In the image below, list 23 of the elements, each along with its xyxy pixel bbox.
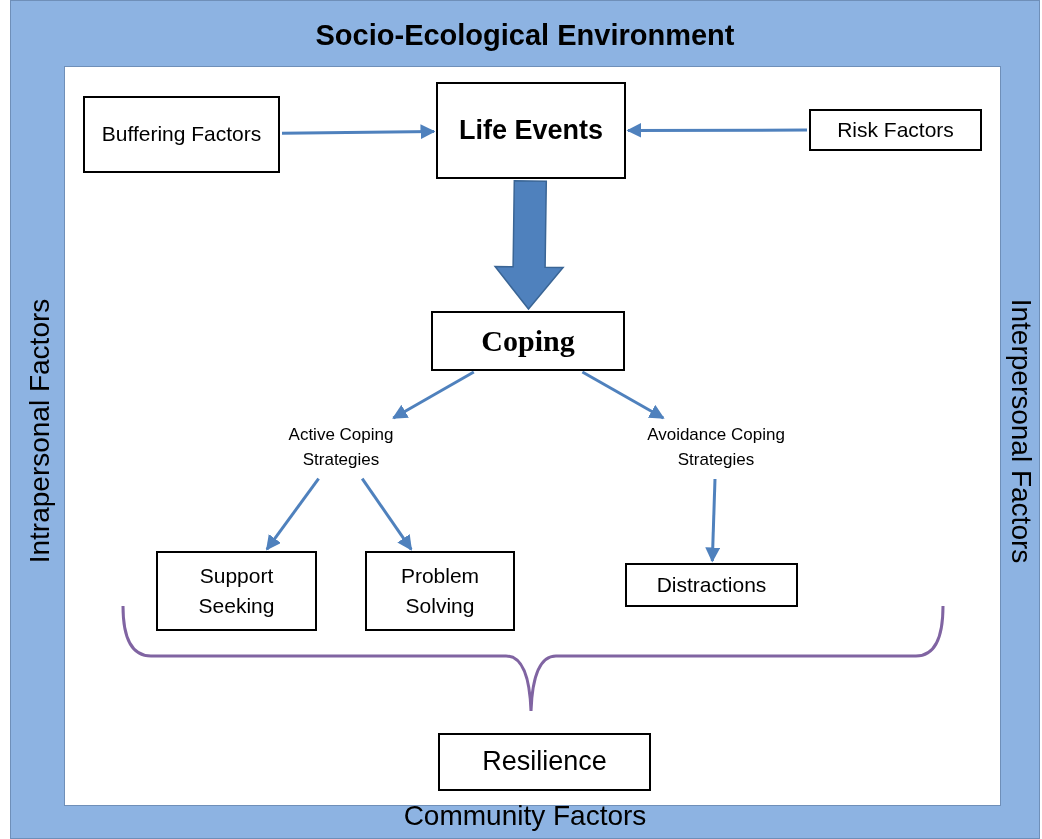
strategy-label: Active Coping Strategies	[266, 419, 416, 477]
process-box: Buffering Factors	[83, 96, 280, 173]
frame-title: Socio-Ecological Environment	[315, 19, 735, 52]
arrow	[705, 478, 721, 563]
process-box: Support Seeking	[156, 551, 317, 631]
environment-frame	[10, 0, 1040, 839]
process-box: Distractions	[625, 563, 798, 607]
side-label: Interpersonal Factors	[1005, 298, 1037, 564]
side-label: Intrapersonal Factors	[24, 298, 56, 564]
process-box: Coping	[431, 311, 625, 371]
arrow	[282, 124, 436, 140]
arrow	[360, 477, 413, 551]
process-box: Risk Factors	[809, 109, 982, 151]
bottom-label: Community Factors	[403, 800, 647, 832]
arrow	[626, 122, 807, 138]
arrow	[392, 370, 475, 420]
process-box: Resilience	[438, 733, 651, 791]
arrow	[581, 370, 665, 420]
process-box: Life Events	[436, 82, 626, 179]
block-arrow	[493, 180, 565, 311]
arrow	[265, 477, 320, 551]
strategy-label: Avoidance Coping Strategies	[616, 419, 816, 477]
process-box: Problem Solving	[365, 551, 515, 631]
